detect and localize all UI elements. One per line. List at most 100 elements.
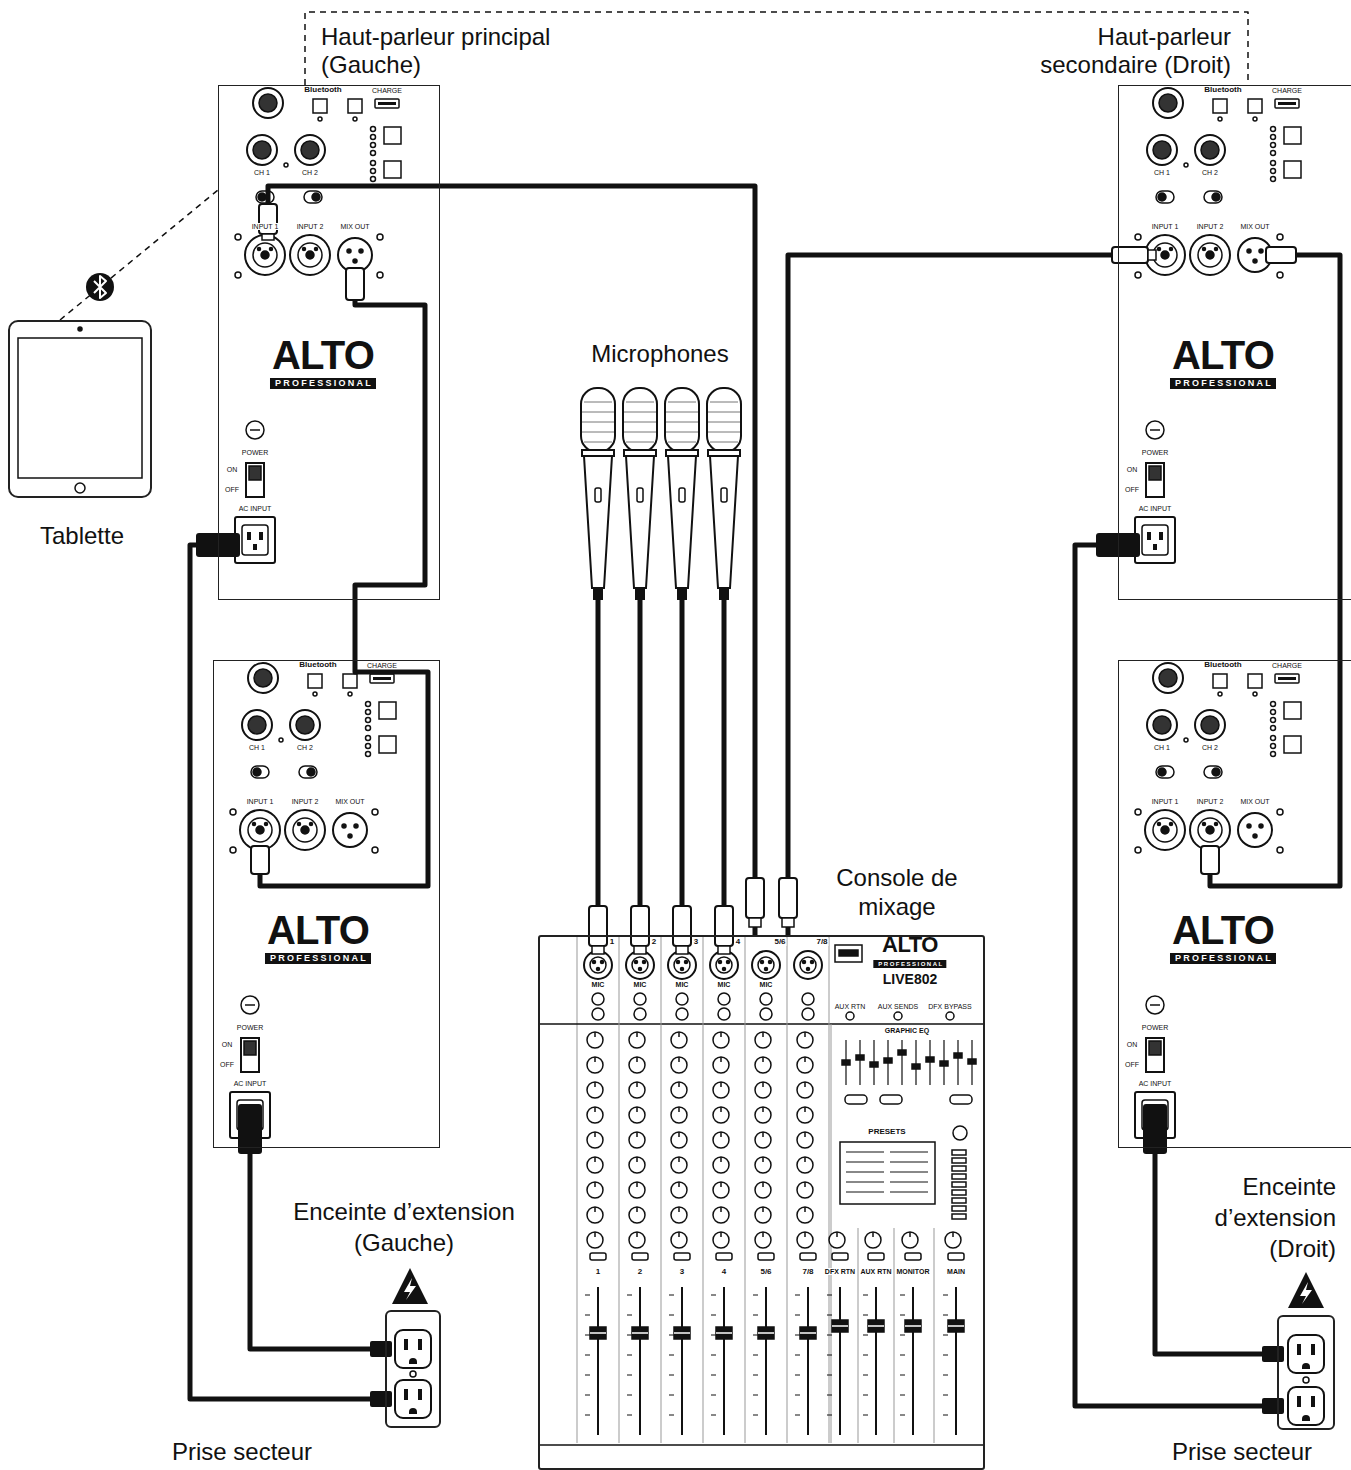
mixer-drawing (831, 1024, 934, 1443)
mixer-label: 1 (609, 938, 615, 946)
node-heading: Prise secteur (1152, 1438, 1332, 1467)
mixer-drawing (538, 935, 985, 1445)
outlet-socket (395, 1330, 431, 1368)
cable (260, 186, 1340, 886)
jack-label: INPUT 1 (1151, 798, 1180, 805)
cable (1210, 660, 1340, 886)
mixer-channel-strip (584, 935, 619, 1443)
xlr-plug (749, 918, 761, 927)
wall-outlet: Prise secteur (1277, 1315, 1335, 1430)
mixer-drawing (953, 1126, 967, 1140)
mixer-channel-strip (752, 935, 787, 1443)
panel-label: OFF (224, 486, 240, 493)
brand-tagline: PROFESSIONAL (270, 378, 376, 389)
power-plug (238, 1104, 262, 1154)
master-fader (900, 1232, 921, 1435)
mixer-drawing (926, 1057, 934, 1062)
panel-label: ON (1126, 1041, 1139, 1048)
channel-label: CH 2 (1201, 744, 1219, 751)
mixer-drawing (954, 1053, 962, 1058)
tablet: Tablette (8, 320, 152, 498)
jack-label: MIX OUT (1239, 223, 1270, 230)
jack-label: INPUT 2 (1196, 798, 1225, 805)
jack-label: INPUT 2 (296, 223, 325, 230)
mixer-drawing (839, 950, 858, 956)
warning-symbol (392, 1268, 428, 1304)
cable (1075, 545, 1277, 1406)
panel-label: POWER (1141, 449, 1169, 456)
mixer-drawing (940, 1061, 948, 1066)
xlr-plug (1148, 250, 1156, 260)
brand-tagline: PROFESSIONAL (1170, 953, 1276, 964)
mixer-drawing (912, 1064, 920, 1069)
cable (1338, 600, 1343, 660)
brand-logo: LIVE802 (882, 972, 938, 986)
xlr-plug (718, 946, 730, 954)
mixer-label: MIC (591, 981, 606, 988)
power-plug (370, 1341, 392, 1357)
jack-label: INPUT 1 (251, 223, 280, 230)
power-plug (370, 1391, 392, 1407)
mixer-drawing (884, 1058, 892, 1063)
node-heading: Microphones (572, 340, 748, 369)
outlet-socket (395, 1380, 431, 1418)
outlet-socket (1288, 1335, 1324, 1373)
microphone-group: Microphones (572, 340, 748, 600)
xlr-plug (592, 946, 604, 954)
wireless-link (305, 12, 1248, 85)
cable (190, 545, 385, 1399)
mixer-label: AUX SENDS (877, 1003, 919, 1010)
xlr-plug (1266, 247, 1296, 263)
mixer-label: GRAPHIC EQ (884, 1027, 930, 1034)
node-heading: Enceinte d’extension (Droit) (1196, 1171, 1336, 1265)
power-plug (1262, 1346, 1284, 1362)
mixer-label: 7/8 (815, 938, 828, 946)
wireless-link (60, 190, 218, 320)
node-heading: Haut-parleur principal (Gauche) (321, 23, 611, 78)
warning-symbol (404, 1278, 416, 1300)
warning-symbol (1288, 1272, 1324, 1308)
mixer-channel-strip (710, 935, 745, 1443)
channel-label: CH 2 (1201, 169, 1219, 176)
panel-label: Bluetooth (303, 86, 342, 94)
jack-label: MIX OUT (334, 798, 365, 805)
mixer-label: 3 (679, 1268, 685, 1276)
panel-label: Bluetooth (1203, 86, 1242, 94)
microphone (623, 388, 657, 600)
brand-logo: ALTO (266, 910, 370, 950)
mixer-label: 4 (721, 1268, 727, 1276)
speaker-controls (230, 663, 396, 1138)
jack-label: INPUT 2 (1196, 223, 1225, 230)
xlr-plug (346, 268, 364, 300)
xlr-plug (631, 906, 649, 946)
extension-speaker: Enceinte d’extension (Droit) (1118, 660, 1351, 1148)
mixer-label: 7/8 (801, 1268, 814, 1276)
mixer-drawing (870, 1062, 878, 1067)
mixer-channel-strip (668, 935, 703, 1443)
mixer-drawing (846, 1012, 854, 1020)
jack-label: MIX OUT (1239, 798, 1270, 805)
panel-label: AC INPUT (1138, 1080, 1173, 1087)
mixer-label: MIC (759, 981, 774, 988)
xlr-plug (673, 906, 691, 946)
mixer-label: AUX RTN (859, 1268, 892, 1275)
jack-label: INPUT 1 (246, 798, 275, 805)
mixer-label: 4 (735, 938, 741, 946)
mixer-label: AUX RTN (834, 1003, 867, 1010)
mixer-drawing (946, 1012, 954, 1020)
mixer-drawing (950, 1095, 972, 1104)
panel-label: AC INPUT (1138, 505, 1173, 512)
bluetooth-icon (86, 273, 114, 301)
extension-speaker: Enceinte d’extension (Gauche) (213, 660, 440, 1148)
xlr-plug (251, 846, 269, 874)
panel-label: CHARGE (1271, 662, 1303, 669)
outlet-screw (410, 1371, 416, 1377)
mixer-drawing (846, 1152, 928, 1192)
panel-label: CHARGE (371, 87, 403, 94)
speaker-controls (1135, 88, 1301, 563)
mixer-drawing (538, 1444, 985, 1446)
outlet-socket (1288, 1387, 1324, 1425)
channel-label: CH 1 (1153, 744, 1171, 751)
